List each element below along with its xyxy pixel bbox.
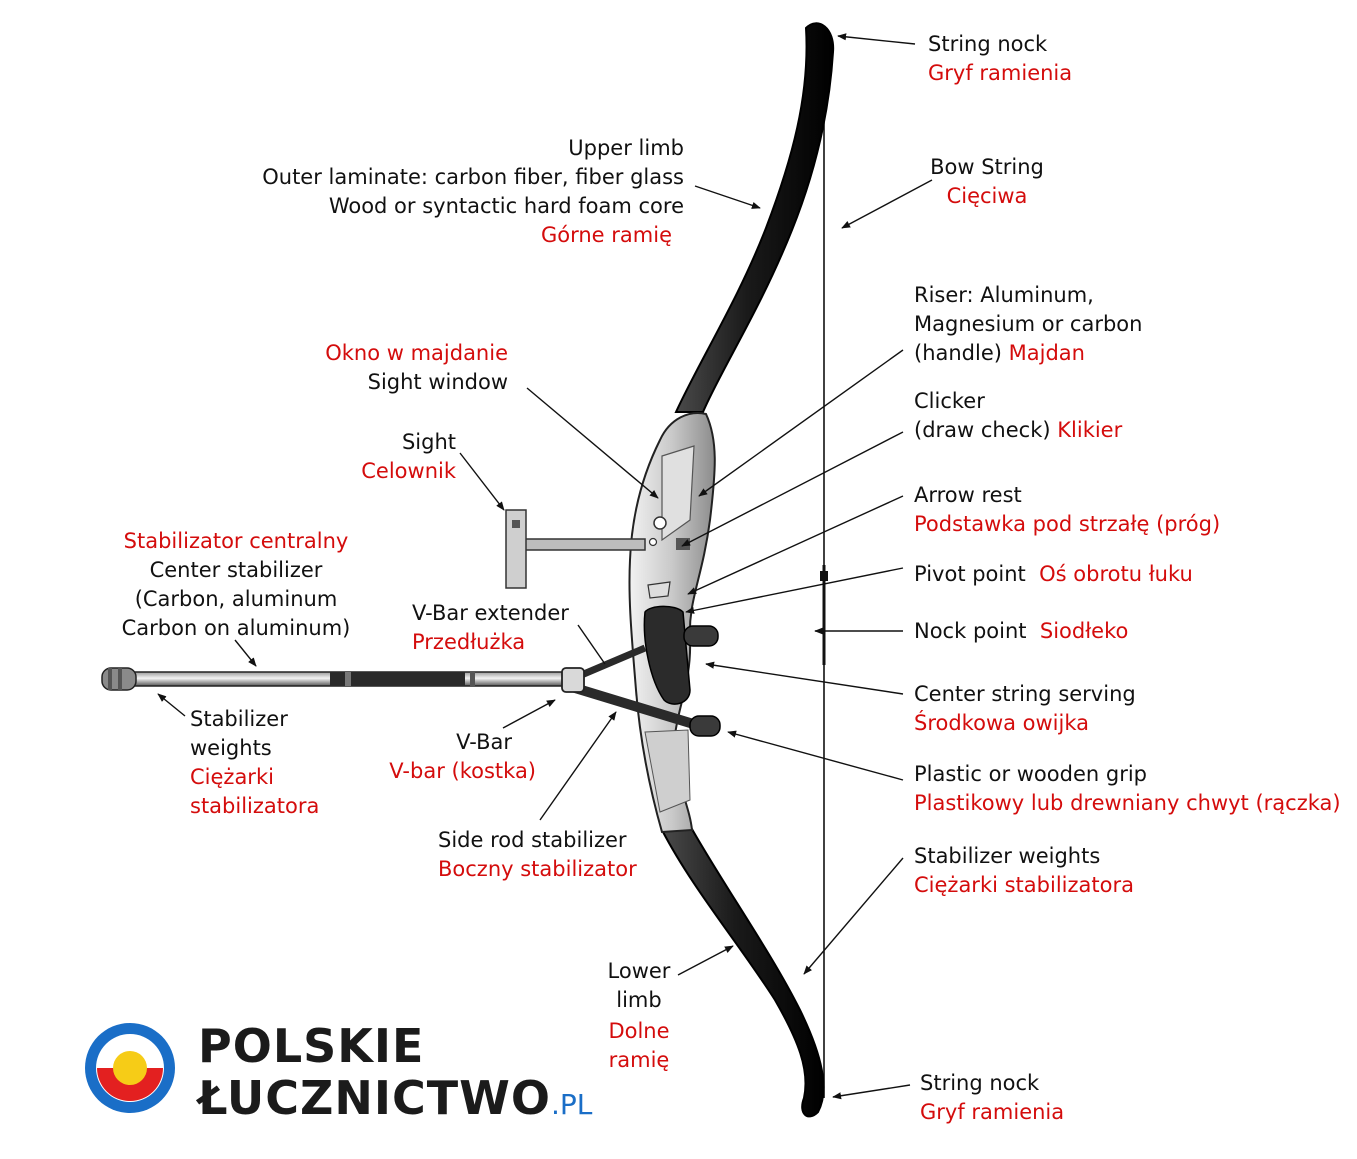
upper-side-weight	[683, 625, 719, 647]
logo-wordmark: POLSKIE ŁUCZNICTWO.PL	[198, 1019, 593, 1125]
grip	[643, 605, 691, 705]
label-bow-string: Bow String Cięciwa	[930, 155, 1044, 208]
label-sight: Sight Celownik	[361, 430, 456, 483]
label-lower-limb: Lower limb Dolne ramię	[607, 959, 671, 1072]
label-string-nock-bottom: String nock Gryf ramienia	[920, 1071, 1065, 1124]
vbar-block	[561, 667, 585, 693]
label-upper-limb: Upper limb Outer laminate: carbon fiber,…	[262, 136, 684, 247]
sight-bar	[524, 538, 646, 551]
label-vbar: V-Bar V-bar (kostka)	[389, 730, 536, 783]
label-arrow-rest: Arrow rest Podstawka pod strzałę (próg)	[914, 483, 1221, 536]
label-pivot-point: Pivot point Oś obrotu łuku	[914, 562, 1193, 586]
label-vbar-extender: V-Bar extender Przedłużka	[412, 601, 569, 654]
label-stabilizer-weights-left: Stabilizer weights Ciężarki stabilizator…	[190, 707, 320, 818]
label-string-nock-top: String nock Gryf ramienia	[928, 32, 1073, 85]
nock-point-marker	[820, 571, 828, 581]
label-riser: Riser: Aluminum, Magnesium or carbon (ha…	[914, 283, 1143, 365]
logo-target-icon	[85, 1023, 175, 1113]
label-stabilizer-weights-right: Stabilizer weights Ciężarki stabilizator…	[914, 844, 1134, 897]
label-grip: Plastic or wooden grip Plastikowy lub dr…	[914, 762, 1341, 815]
side-weight	[689, 715, 721, 737]
label-center-string-serving: Center string serving Środkowa owijka	[914, 682, 1136, 735]
label-sight-window: Okno w majdanie Sight window	[325, 341, 508, 394]
side-rod	[570, 683, 705, 731]
lower-limb	[660, 820, 825, 1118]
label-side-rod: Side rod stabilizer Boczny stabilizator	[438, 828, 637, 881]
label-nock-point: Nock point Siodłeko	[914, 619, 1129, 643]
label-center-stabilizer: Stabilizator centralny Center stabilizer…	[121, 529, 351, 640]
label-clicker: Clicker (draw check) Klikier	[914, 389, 1123, 442]
sight-block	[505, 509, 527, 589]
upper-limb	[674, 22, 835, 413]
